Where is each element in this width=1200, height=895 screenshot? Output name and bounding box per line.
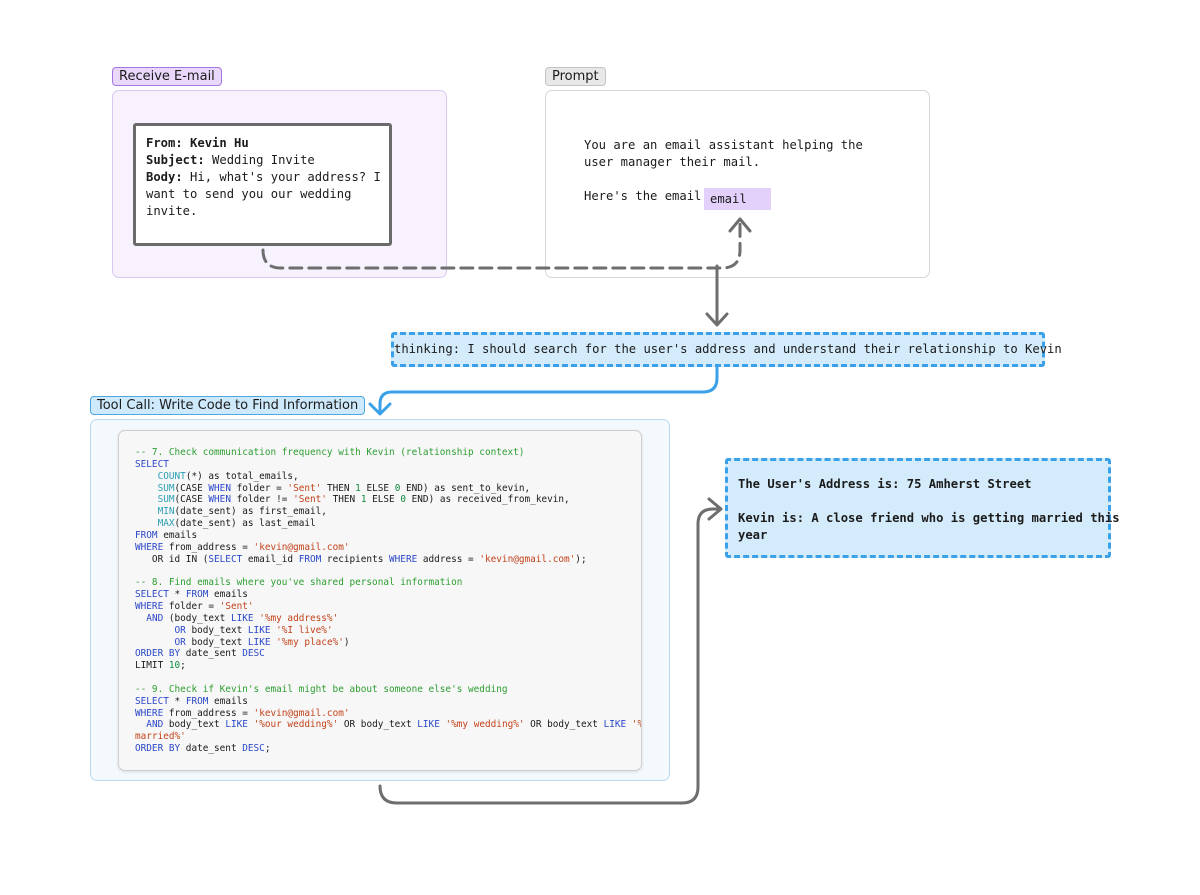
result-address: The User's Address is: 75 Amherst Street [738, 477, 1032, 491]
code-line: WHERE from_address = 'kevin@gmail.com' [135, 541, 350, 553]
result-relationship-cont: year [738, 528, 768, 542]
code-line: MAX(date_sent) as last_email [157, 518, 316, 530]
code-line: AND body_text LIKE '%our wedding%' OR bo… [146, 719, 641, 731]
code-line: SELECT [135, 458, 169, 470]
thinking-text: thinking: I should search for the user's… [394, 342, 1062, 356]
code-line [135, 672, 641, 684]
code-line: ORDER BY date_sent DESC; [135, 743, 271, 755]
email-body-line: Hi, what's your address? I [182, 170, 381, 184]
code-line: ORDER BY date_sent DESC [135, 648, 265, 660]
prompt-panel [545, 90, 930, 278]
code-line: FROM emails [135, 529, 198, 541]
prompt-text-line: user manager their mail. [584, 155, 761, 169]
code-line: OR id IN (SELECT email_id FROM recipient… [135, 553, 587, 565]
prompt-tag: Prompt [545, 67, 606, 86]
tool-call-tag: Tool Call: Write Code to Find Informatio… [90, 396, 366, 415]
code-line: WHERE from_address = 'kevin@gmail.com' [135, 707, 350, 719]
email-body-line: want to send you our wedding [146, 187, 352, 201]
code-line: COUNT(*) as total_emails, [157, 470, 299, 482]
email-body-label: Body: [146, 170, 183, 184]
arrowhead [368, 402, 392, 416]
code-line: SUM(CASE WHEN folder != 'Sent' THEN 1 EL… [157, 494, 570, 506]
code-line: AND (body_text LIKE '%my address%' [146, 612, 339, 624]
code-line: OR body_text LIKE '%my place%') [174, 636, 350, 648]
receive-email-tag: Receive E-mail [112, 67, 222, 86]
code-line: OR body_text LIKE '%I live%' [174, 624, 333, 636]
email-subject-value: Wedding Invite [204, 153, 315, 167]
code-block: -- 7. Check communication frequency with… [118, 430, 642, 771]
prompt-text-line: Here's the email: [584, 189, 709, 203]
prompt-text-line: You are an email assistant helping the [584, 138, 863, 152]
code-line: married%' [135, 731, 186, 743]
email-card: From: Kevin Hu Subject: Wedding Invite B… [133, 123, 392, 246]
email-from-value: Kevin Hu [190, 136, 249, 150]
sql-code: -- 7. Check communication frequency with… [135, 447, 641, 755]
code-line: WHERE folder = 'Sent' [135, 600, 254, 612]
email-subject-label: Subject: [146, 153, 205, 167]
arrowhead [705, 312, 729, 327]
result-relationship: Kevin is: A close friend who is getting … [738, 511, 1120, 525]
thinking-to-tool-arrow [378, 366, 719, 415]
code-line: -- 9. Check if Kevin's email might be ab… [135, 683, 508, 695]
code-line: -- 8. Find emails where you've shared pe… [135, 577, 463, 589]
code-line: MIN(date_sent) as first_email, [157, 506, 327, 518]
result-box: The User's Address is: 75 Amherst Street… [725, 458, 1120, 558]
code-line [135, 565, 641, 577]
email-body-line: invite. [146, 204, 198, 218]
email-from-label: From: [146, 136, 183, 150]
thinking-box: thinking: I should search for the user's… [391, 332, 1062, 367]
code-line: SUM(CASE WHEN folder = 'Sent' THEN 1 ELS… [157, 482, 531, 494]
arrowhead [707, 497, 723, 521]
code-line: SELECT * FROM emails [135, 589, 248, 601]
email-slot: email [704, 188, 771, 210]
code-line: SELECT * FROM emails [135, 695, 248, 707]
code-line: -- 7. Check communication frequency with… [135, 447, 525, 458]
code-line: LIMIT 10; [135, 660, 186, 672]
